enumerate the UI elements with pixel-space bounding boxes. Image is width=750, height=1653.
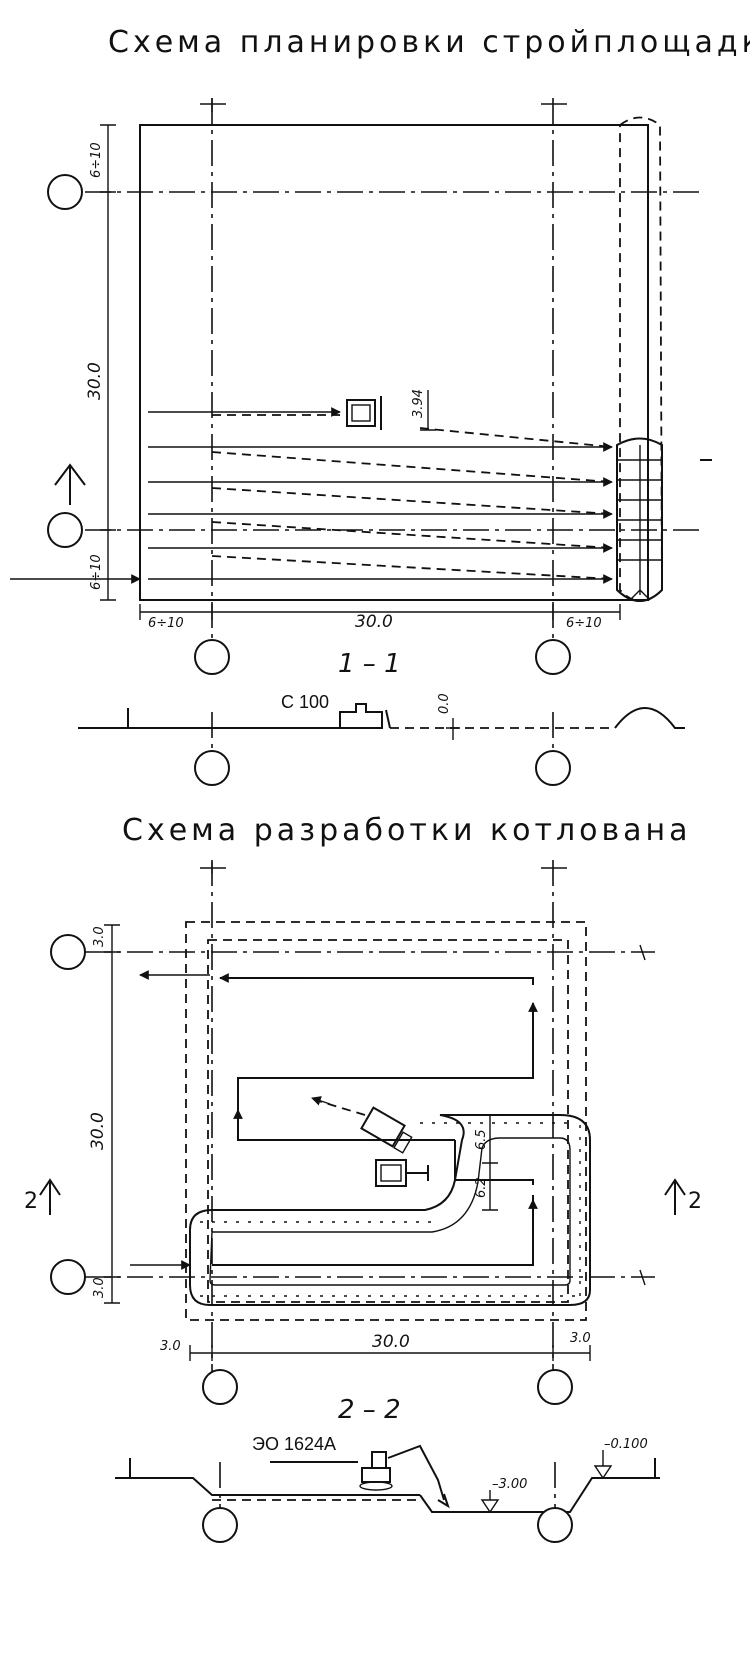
- dim-bull: 3.94: [411, 389, 426, 418]
- section2-machine: ЭО 1624А: [252, 1434, 336, 1454]
- pit-inner-boundary: [207, 939, 569, 1303]
- planning-title: Схема планировки стройплощадки: [108, 25, 750, 60]
- section-mark-left: 2: [24, 1189, 38, 1214]
- stockpile-hatch: [617, 445, 662, 601]
- dim-bot-right: 3.0: [570, 1331, 591, 1346]
- dim-a: 6.5: [474, 1129, 489, 1150]
- axis-bubble: [47, 174, 83, 210]
- axis-bubble: [50, 1259, 86, 1295]
- site-boundary: [139, 124, 649, 601]
- bottom-dim-line: [139, 604, 621, 620]
- level-bottom: –3.00: [492, 1477, 527, 1492]
- section2-label: 2 – 2: [338, 1395, 401, 1425]
- right-ticks: [639, 944, 646, 1286]
- level-mark: [446, 718, 460, 740]
- bulldozer-icon: [346, 396, 382, 430]
- dim-bot-ext-left: 6÷10: [148, 616, 184, 631]
- dim-top: 3.0: [92, 926, 107, 947]
- excavator-icon: [375, 1159, 429, 1187]
- section-cut-mark-left: [39, 1178, 61, 1215]
- soil-stockpile: [616, 437, 663, 602]
- section1-label: 1 – 1: [338, 649, 401, 679]
- section1-profile: [78, 703, 685, 786]
- axis-bubble: [537, 1369, 573, 1405]
- dump-truck-icon: [360, 1106, 413, 1154]
- dim-bottom-ext: 6÷10: [89, 554, 104, 590]
- top-ticks: [200, 862, 567, 874]
- section-cut-mark: [54, 463, 86, 505]
- axis-bubble: [535, 639, 571, 675]
- section2-profile: [115, 1444, 660, 1543]
- section-mark-right: 2: [688, 1189, 702, 1214]
- level-mark-bottom: [480, 1490, 500, 1514]
- section1-machine: С 100: [281, 692, 329, 712]
- bulldozer-passes: [10, 407, 613, 584]
- dim-bottom-30: 30.0: [355, 612, 393, 632]
- axis-bubble: [202, 1369, 238, 1405]
- excavation-plan: 6.5 6.2 30.0 3.0 3.0 30.0 3.0 3.0: [39, 860, 686, 1405]
- excavator-dims: [482, 1114, 498, 1211]
- excavator-route: [212, 977, 534, 1266]
- pit-outer-boundary: [185, 921, 587, 1321]
- dim-b: 6.2: [474, 1177, 489, 1198]
- axis-bubble: [47, 512, 83, 548]
- spoil-bank-hatch: [200, 1122, 581, 1297]
- axis-bubble: [202, 1507, 238, 1543]
- section-cut-mark-right: [664, 1178, 686, 1215]
- excavator-section-icon: [359, 1444, 450, 1509]
- excavation-title: Схема разработки котлована: [122, 813, 692, 848]
- bulldozer-section-icon: [339, 703, 391, 729]
- axis-bubble: [194, 750, 230, 786]
- planning-plan: 3.94 30.0 6÷10 6÷10 30.0 6÷10 6÷10: [10, 98, 712, 675]
- level-mark-top: [593, 1450, 613, 1480]
- dim-side-30: 30.0: [88, 1112, 108, 1150]
- axis-bubble: [535, 750, 571, 786]
- side-dim-line: [100, 124, 116, 601]
- truck-route: [314, 1099, 366, 1116]
- dim-bottom-30: 30.0: [372, 1332, 410, 1352]
- dim-bot-ext-right: 6÷10: [566, 616, 602, 631]
- bull-dim-line: [420, 390, 436, 431]
- spoil-bank: [189, 1114, 591, 1306]
- top-ticks: [200, 98, 567, 112]
- dim-side-30: 30.0: [85, 362, 105, 400]
- dim-left: 3.0: [92, 1277, 107, 1298]
- side-dim-line: [104, 924, 120, 1304]
- dim-bot-left: 3.0: [160, 1339, 181, 1354]
- dim-top-ext: 6÷10: [89, 142, 104, 178]
- axis-bubble: [194, 639, 230, 675]
- spoil-bank-inner: [209, 1137, 571, 1286]
- section1-level: 0.0: [437, 693, 452, 714]
- soil-stockpile-outline: [619, 116, 663, 602]
- bottom-dim-line: [189, 1345, 591, 1361]
- axis-bubble: [50, 934, 86, 970]
- axis-bubble: [537, 1507, 573, 1543]
- level-top: –0.100: [604, 1437, 648, 1452]
